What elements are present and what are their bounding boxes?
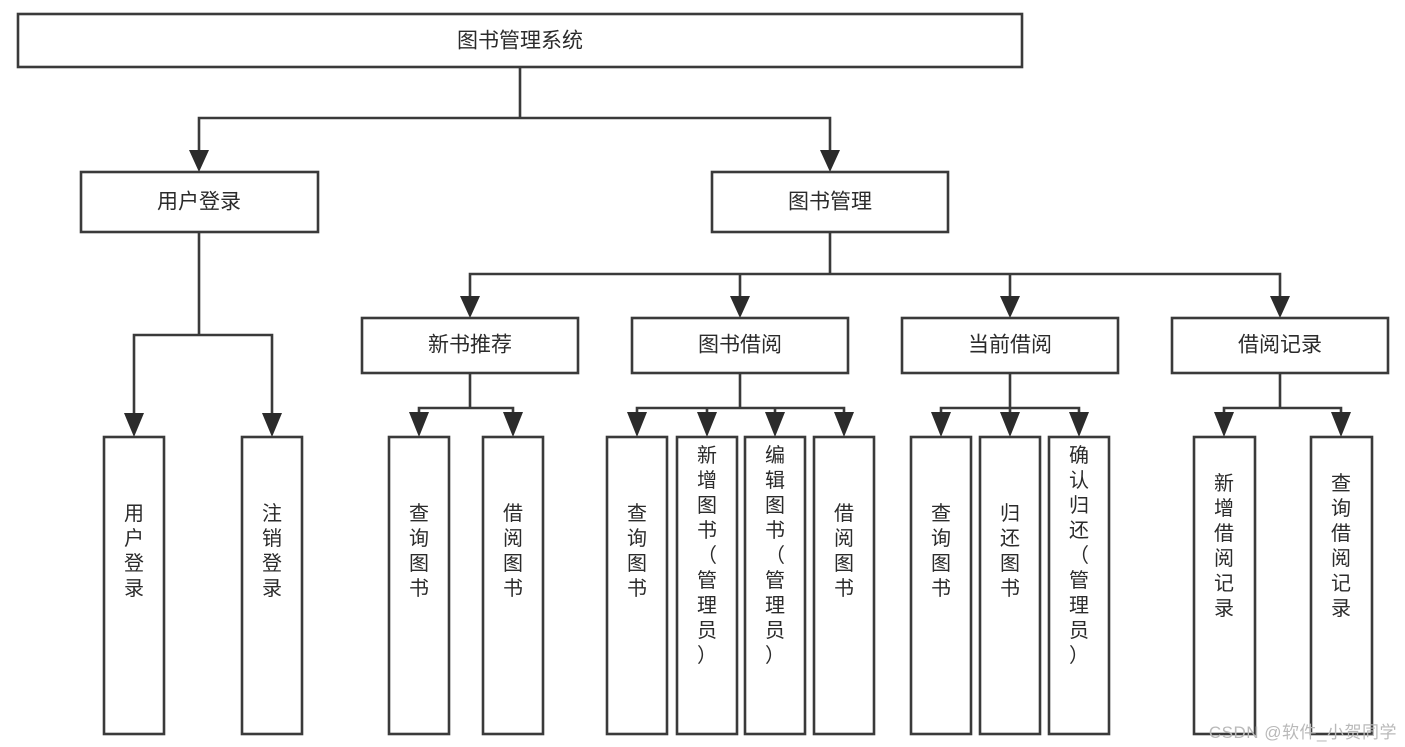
leaf-query-book-borrow-box[interactable] bbox=[605, 435, 669, 736]
csdn-watermark: CSDN @软件_小贺同学 bbox=[1208, 723, 1397, 742]
leaf-borrow-book-newrec-label: 借阅图书 bbox=[503, 502, 523, 600]
leaf-query-book-current-label: 查询图书 bbox=[931, 502, 951, 600]
arrow-head-borrow-records bbox=[1270, 296, 1290, 318]
node-new-book-recommend-label: 新书推荐 bbox=[428, 334, 512, 357]
arrow-head-leaf-query-record bbox=[1331, 412, 1351, 437]
leaf-query-book-newrec-label: 查询图书 bbox=[409, 502, 429, 600]
arrow-head-leaf-borrow-book-1 bbox=[503, 412, 523, 437]
leaf-borrow-book-newrec-box[interactable] bbox=[481, 435, 545, 736]
arrow-head-leaf-return-book bbox=[1000, 412, 1020, 437]
leaf-query-borrow-record-box[interactable] bbox=[1309, 435, 1374, 736]
leaf-confirm-return-label: 确认归还（管理员） bbox=[1069, 444, 1089, 667]
leaf-logout[interactable]: 注销登录 bbox=[240, 435, 304, 736]
leaf-return-book-label: 归还图书 bbox=[1000, 502, 1020, 600]
leaf-query-borrow-record[interactable]: 查询借阅记录 bbox=[1309, 435, 1374, 736]
node-current-borrow-label: 当前借阅 bbox=[968, 334, 1052, 357]
leaf-edit-book-box[interactable] bbox=[743, 435, 807, 736]
leaf-logout-box[interactable] bbox=[240, 435, 304, 736]
leaf-user-login-box[interactable] bbox=[102, 435, 166, 736]
leaf-logout-label: 注销登录 bbox=[262, 502, 282, 600]
connector-layer bbox=[124, 65, 1351, 437]
leaf-user-login-label: 用户登录 bbox=[124, 503, 144, 600]
leaf-add-book-box[interactable] bbox=[675, 435, 739, 736]
arrow-head-leaf-borrow-book-2 bbox=[834, 412, 854, 437]
node-book-manage-label: 图书管理 bbox=[788, 191, 872, 214]
node-book-borrow-box[interactable] bbox=[630, 316, 850, 375]
node-user-login[interactable]: 用户登录 bbox=[79, 170, 320, 234]
node-root-label: 图书管理系统 bbox=[457, 30, 583, 53]
arrow-head-leaf-user-login bbox=[124, 413, 144, 437]
node-new-book-recommend-box[interactable] bbox=[360, 316, 580, 375]
arrow-head-leaf-query-book-3 bbox=[931, 412, 951, 437]
leaf-add-borrow-record-box[interactable] bbox=[1192, 435, 1257, 736]
arrow-head-new-book-rec bbox=[460, 296, 480, 318]
leaf-return-book-box[interactable] bbox=[978, 435, 1042, 736]
connector-new-book-rec-to-leaves bbox=[417, 371, 515, 420]
leaf-user-login[interactable]: 用户登录 bbox=[102, 435, 166, 736]
leaf-borrow-book-label: 借阅图书 bbox=[834, 502, 854, 600]
node-book-manage-box[interactable] bbox=[710, 170, 950, 234]
leaf-query-borrow-record-label: 查询借阅记录 bbox=[1331, 472, 1351, 620]
node-book-borrow[interactable]: 图书借阅 bbox=[630, 316, 850, 375]
node-book-borrow-label: 图书借阅 bbox=[698, 334, 782, 357]
node-borrow-records-label: 借阅记录 bbox=[1238, 334, 1322, 357]
leaf-query-book-borrow-label: 查询图书 bbox=[627, 502, 647, 600]
leaf-add-book-label: 新增图书（管理员） bbox=[697, 444, 717, 667]
connector-current-borrow-to-leaves bbox=[939, 371, 1081, 420]
leaf-query-book-newrec-box[interactable] bbox=[387, 435, 451, 736]
node-current-borrow[interactable]: 当前借阅 bbox=[900, 316, 1120, 375]
leaf-add-book[interactable]: 新增图书（管理员） bbox=[675, 435, 739, 736]
node-user-login-label: 用户登录 bbox=[157, 191, 241, 214]
leaf-return-book[interactable]: 归还图书 bbox=[978, 435, 1042, 736]
leaf-confirm-return[interactable]: 确认归还（管理员） bbox=[1047, 435, 1111, 736]
connector-borrow-records-to-leaves bbox=[1222, 371, 1343, 420]
connector-book-borrow-to-leaves bbox=[635, 371, 846, 420]
arrow-head-leaf-query-book-1 bbox=[409, 412, 429, 437]
leaf-query-book-borrow[interactable]: 查询图书 bbox=[605, 435, 669, 736]
arrow-head-current-borrow bbox=[1000, 296, 1020, 318]
leaf-borrow-book[interactable]: 借阅图书 bbox=[812, 435, 876, 736]
arrow-head-book-borrow bbox=[730, 296, 750, 318]
arrow-head-leaf-logout bbox=[262, 413, 282, 437]
connector-root-to-level2 bbox=[197, 65, 832, 154]
node-borrow-records[interactable]: 借阅记录 bbox=[1170, 316, 1390, 375]
arrow-head-leaf-add-record bbox=[1214, 412, 1234, 437]
node-root-box[interactable] bbox=[16, 12, 1024, 69]
leaf-confirm-return-box[interactable] bbox=[1047, 435, 1111, 736]
leaf-query-book-current[interactable]: 查询图书 bbox=[909, 435, 973, 736]
leaf-query-book-newrec[interactable]: 查询图书 bbox=[387, 435, 451, 736]
leaf-query-book-current-box[interactable] bbox=[909, 435, 973, 736]
node-current-borrow-box[interactable] bbox=[900, 316, 1120, 375]
arrow-head-leaf-add-book bbox=[697, 412, 717, 437]
node-borrow-records-box[interactable] bbox=[1170, 316, 1390, 375]
node-book-manage[interactable]: 图书管理 bbox=[710, 170, 950, 234]
leaf-add-borrow-record[interactable]: 新增借阅记录 bbox=[1192, 435, 1257, 736]
arrow-head-leaf-edit-book bbox=[765, 412, 785, 437]
node-root[interactable]: 图书管理系统 bbox=[16, 12, 1024, 69]
arrow-head-leaf-confirm-return bbox=[1069, 412, 1089, 437]
connector-user-login-to-leaves bbox=[132, 230, 274, 417]
leaf-edit-book[interactable]: 编辑图书（管理员） bbox=[743, 435, 807, 736]
leaf-edit-book-label: 编辑图书（管理员） bbox=[765, 444, 785, 667]
node-new-book-recommend[interactable]: 新书推荐 bbox=[360, 316, 580, 375]
leaf-borrow-book-newrec[interactable]: 借阅图书 bbox=[481, 435, 545, 736]
leaf-borrow-book-box[interactable] bbox=[812, 435, 876, 736]
connector-book-manage-to-level3 bbox=[468, 230, 1282, 300]
leaf-add-borrow-record-label: 新增借阅记录 bbox=[1214, 472, 1234, 620]
arrow-head-book-manage bbox=[820, 150, 840, 172]
arrow-head-leaf-query-book-2 bbox=[627, 412, 647, 437]
node-user-login-box[interactable] bbox=[79, 170, 320, 234]
arrow-head-user-login bbox=[189, 150, 209, 172]
